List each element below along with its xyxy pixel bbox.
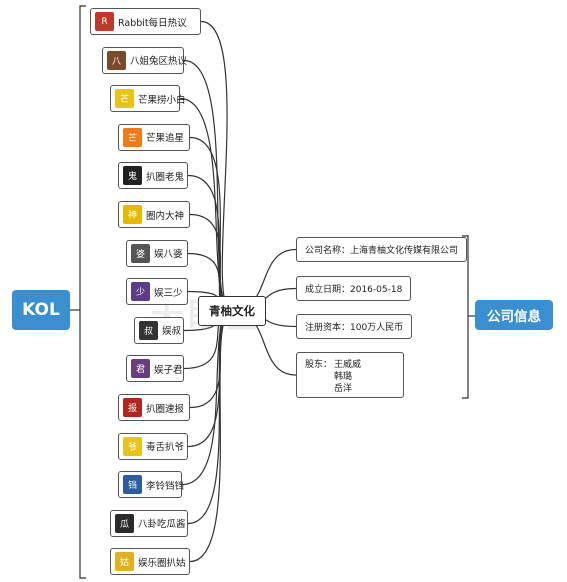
- kol-account-label: 扒圈老鬼: [146, 171, 185, 183]
- blue-cartoon-avatar-icon: 铛: [123, 475, 142, 495]
- kol-account-label: 娱叔: [162, 326, 182, 338]
- registered-capital-text: 注册资本：100万人民币: [305, 323, 404, 333]
- company-name-node[interactable]: 公司名称：上海青柚文化传媒有限公司: [296, 237, 468, 262]
- kol-account-node[interactable]: 芒芒果捞小白: [110, 85, 186, 113]
- kol-account-node[interactable]: 瓜八卦吃瓜酱: [110, 509, 188, 537]
- founded-date-text: 成立日期：2016-05-18: [305, 285, 403, 295]
- kol-account-label: 李铃铛铛: [146, 480, 185, 492]
- kol-account-node[interactable]: 铛李铃铛铛: [118, 471, 185, 499]
- kol-account-node[interactable]: 叔娱叔: [134, 316, 184, 344]
- founded-date-node[interactable]: 成立日期：2016-05-18: [296, 276, 412, 301]
- kol-bracket: [79, 5, 86, 579]
- kol-account-node[interactable]: 君娱子君: [126, 355, 184, 383]
- kol-account-node[interactable]: 神圈内大神: [118, 201, 190, 228]
- kol-account-label: 八卦吃瓜酱: [138, 519, 186, 531]
- kol-account-node[interactable]: 报扒圈速报: [118, 394, 190, 421]
- portrait-avatar-icon: 婆: [131, 243, 150, 263]
- shareholders-label: 股东：: [305, 360, 333, 370]
- kol-tag-label: KOL: [22, 300, 60, 320]
- red-logo-avatar-icon: 报: [123, 398, 142, 417]
- kol-account-node[interactable]: 爷毒舌扒爷: [118, 432, 188, 460]
- dark-figure-avatar-icon: 瓜: [115, 513, 134, 533]
- dark-figure-avatar-icon: 鬼: [123, 166, 142, 186]
- kol-account-label: 扒圈速报: [146, 403, 185, 415]
- kol-tag: KOL: [12, 290, 70, 330]
- registered-capital-node[interactable]: 注册资本：100万人民币: [296, 314, 413, 339]
- kol-connector: [187, 310, 233, 448]
- kol-account-node[interactable]: 姑娱乐圈扒姑: [110, 548, 190, 576]
- kol-account-label: 毒舌扒爷: [146, 442, 185, 454]
- kol-account-node[interactable]: R Rabbit每日热议: [90, 8, 201, 35]
- kol-account-label: 娱子君: [154, 364, 183, 376]
- kol-account-label: 娱乐圈扒姑: [138, 557, 186, 569]
- company-info-tag: 公司信息: [475, 300, 553, 330]
- kol-connector: [189, 310, 233, 563]
- cartoon-avatar-icon: 八: [107, 50, 126, 70]
- yellow-cartoon-avatar-icon: 爷: [123, 436, 142, 456]
- info-bracket: [462, 235, 469, 399]
- kol-account-label: 八姐兔区热议: [130, 56, 188, 68]
- shareholders-list: 王威威 韩璐 岳洋: [334, 359, 362, 394]
- shareholder-name: 韩璐: [334, 372, 353, 382]
- kol-account-label: 娱八婆: [154, 249, 183, 261]
- kol-account-label: 娱三少: [154, 287, 183, 299]
- company-name-text: 公司名称：上海青柚文化传媒有限公司: [305, 246, 459, 256]
- kol-account-node[interactable]: 芒芒果追星: [118, 123, 190, 151]
- kol-account-node[interactable]: 少娱三少: [126, 278, 188, 306]
- shareholder-name: 王威威: [334, 360, 362, 370]
- kol-account-label: 圈内大神: [146, 210, 185, 222]
- center-node-label: 青柚文化: [209, 304, 255, 318]
- kol-account-node[interactable]: 鬼扒圈老鬼: [118, 162, 188, 190]
- kol-account-label: 芒果追星: [146, 133, 185, 145]
- kol-connector: [187, 310, 233, 525]
- center-node[interactable]: 青柚文化: [198, 296, 266, 326]
- orange-logo-avatar-icon: 芒: [123, 127, 142, 147]
- company-info-tag-label: 公司信息: [487, 309, 541, 325]
- anime-girl-avatar-icon: R: [95, 12, 114, 31]
- yellow-face-avatar-icon: 神: [123, 205, 142, 224]
- dark-figure-avatar-icon: 叔: [139, 320, 158, 340]
- yellow-cartoon-avatar-icon: 芒: [115, 89, 134, 109]
- kol-connector: [187, 174, 233, 312]
- shareholder-name: 岳洋: [334, 384, 353, 394]
- kol-account-node[interactable]: 八八姐兔区热议: [102, 46, 188, 74]
- purple-anime-avatar-icon: 少: [131, 282, 150, 302]
- kol-account-label: Rabbit每日热议: [118, 17, 187, 29]
- kol-account-node[interactable]: 婆娱八婆: [126, 239, 188, 267]
- yellow-face-avatar-icon: 姑: [115, 552, 134, 572]
- shareholders-node[interactable]: 股东： 王威威 韩璐 岳洋: [296, 352, 404, 398]
- purple-anime-avatar-icon: 君: [131, 359, 150, 379]
- kol-account-label: 芒果捞小白: [138, 94, 186, 106]
